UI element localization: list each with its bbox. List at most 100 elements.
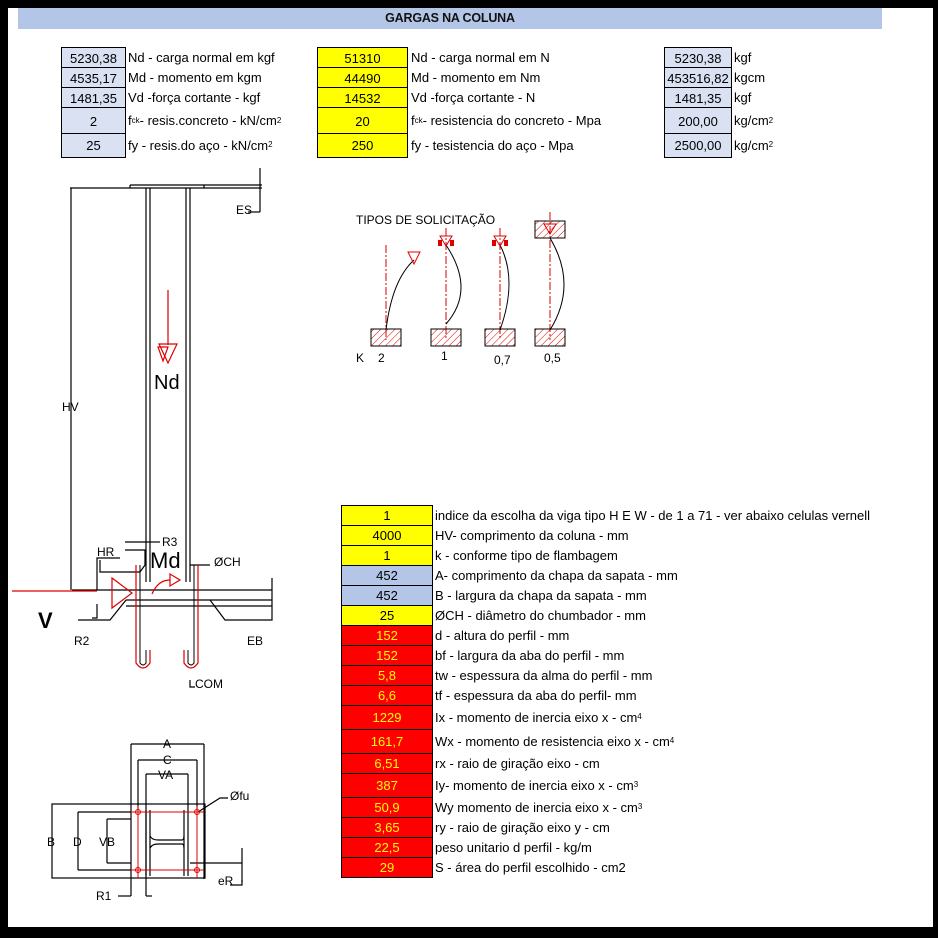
label-text: A- comprimento da chapa da sapata - mm — [435, 567, 678, 583]
label-text: d - altura do perfil - mm — [435, 627, 570, 643]
dim-r1: R1 — [96, 889, 112, 903]
label-text: - resistencia do concreto - Mpa — [422, 113, 602, 128]
profile-label: k - conforme tipo de flambagem — [435, 545, 618, 565]
label-r3: R3 — [162, 535, 178, 549]
kgf-value-cell[interactable]: 1481,35 — [61, 87, 126, 109]
units-value-cell[interactable]: 2500,00 — [664, 133, 732, 158]
label-prefix: f — [411, 113, 415, 128]
k-value-05: 0,5 — [544, 351, 561, 365]
units-value-cell[interactable]: 1481,35 — [664, 87, 732, 109]
profile-value-cell[interactable]: 25 — [341, 605, 433, 626]
profile-value-cell[interactable]: 452 — [341, 585, 433, 606]
dim-vb: VB — [99, 835, 115, 849]
kgf-value-cell[interactable]: 4535,17 — [61, 67, 126, 89]
profile-label: d - altura do perfil - mm — [435, 625, 569, 645]
profile-label: A- comprimento da chapa da sapata - mm — [435, 565, 678, 585]
k-label: K — [356, 351, 364, 365]
label-text: S - área do perfil escolhido - cm2 — [435, 859, 626, 875]
profile-value-cell[interactable]: 1 — [341, 545, 433, 566]
column-drawing: ES Nd HV HR R3 Md ØCH V R2 EB COM — [12, 168, 273, 691]
kgf-value-cell[interactable]: 2 — [61, 107, 126, 135]
label-text: Wx - momento de resistencia eixo x - cm — [435, 733, 670, 749]
profile-label: rx - raio de giração eixo - cm — [435, 753, 600, 773]
units-label: kgf — [734, 87, 751, 108]
label-text: k - conforme tipo de flambagem — [435, 547, 618, 563]
profile-value-cell[interactable]: 6,51 — [341, 753, 433, 774]
newton-value-cell[interactable]: 44490 — [317, 67, 408, 89]
label-text: bf - largura da aba do perfil - mm — [435, 647, 625, 663]
profile-value-cell[interactable]: 6,6 — [341, 685, 433, 706]
kgf-value-cell[interactable]: 25 — [61, 133, 126, 158]
label-text: kg/cm — [734, 137, 769, 153]
label-text: kgf — [734, 90, 752, 105]
label-md: Md — [150, 548, 181, 573]
k-value-1: 1 — [441, 349, 448, 363]
label-och: ØCH — [214, 555, 241, 569]
units-value-cell[interactable]: 453516,82 — [664, 67, 732, 89]
buckling-title: TIPOS DE SOLICITAÇÃO — [356, 213, 495, 227]
newton-value-cell[interactable]: 250 — [317, 133, 408, 158]
newton-label: Md - momento em Nm — [411, 67, 540, 88]
profile-label: peso unitario d perfil - kg/m — [435, 837, 592, 857]
profile-value-cell[interactable]: 4000 — [341, 525, 433, 546]
profile-value-cell[interactable]: 3,65 — [341, 817, 433, 838]
kgf-value-cell[interactable]: 5230,38 — [61, 47, 126, 69]
units-label: kgcm — [734, 67, 765, 88]
profile-value-cell[interactable]: 452 — [341, 565, 433, 586]
label-text: HV- comprimento da coluna - mm — [435, 527, 629, 543]
label-text: fy - tesistencia do aço - Mpa — [411, 137, 574, 153]
label-text: Iy- momento de inercia eixo x - cm — [435, 777, 634, 793]
newton-label: Vd -força cortante - N — [411, 87, 535, 108]
label-text: Vd -força cortante - N — [411, 90, 536, 105]
k-value-2: 2 — [378, 351, 385, 365]
label-text: ry - raio de giração eixo y - cm — [435, 819, 610, 835]
newton-label: Nd - carga normal em N — [411, 47, 550, 68]
profile-label: indice da escolha da viga tipo H E W - d… — [435, 505, 870, 525]
profile-label: ry - raio de giração eixo y - cm — [435, 817, 610, 837]
kgf-label: Vd -força cortante - kgf — [128, 87, 260, 108]
profile-label: HV- comprimento da coluna - mm — [435, 525, 629, 545]
label-hv: HV — [62, 400, 79, 414]
profile-value-cell[interactable]: 29 — [341, 857, 433, 878]
newton-value-cell[interactable]: 51310 — [317, 47, 408, 69]
newton-value-cell[interactable]: 14532 — [317, 87, 408, 109]
label-nd: Nd — [154, 372, 180, 394]
label-text: Md - momento em Nm — [411, 70, 541, 85]
units-value-cell[interactable]: 5230,38 — [664, 47, 732, 69]
label-text: B - largura da chapa da sapata - mm — [435, 587, 647, 603]
label-es: ES — [236, 203, 252, 217]
profile-value-cell[interactable]: 161,7 — [341, 729, 433, 754]
profile-value-cell[interactable]: 1229 — [341, 705, 433, 730]
label-text: Wy momento de inercia eixo x - cm — [435, 799, 638, 815]
profile-value-cell[interactable]: 1 — [341, 505, 433, 526]
kgf-label: Md - momento em kgm — [128, 67, 262, 88]
label-hr: HR — [97, 545, 115, 559]
buckling-diagram: TIPOS DE SOLICITAÇÃO K 2 1 0,7 0,5 — [356, 212, 566, 367]
profile-value-cell[interactable]: 387 — [341, 773, 433, 798]
kgf-label: Nd - carga normal em kgf — [128, 47, 275, 68]
profile-label: S - área do perfil escolhido - cm2 — [435, 857, 626, 877]
profile-value-cell[interactable]: 152 — [341, 645, 433, 666]
label-text: tf - espessura da aba do perfil- mm — [435, 687, 637, 703]
label-text: Nd - carga normal em N — [411, 50, 550, 65]
label-text: Md - momento em kgm — [128, 70, 262, 85]
newton-label: fy - tesistencia do aço - Mpa — [411, 133, 574, 157]
label-prefix: f — [128, 113, 132, 128]
profile-value-cell[interactable]: 50,9 — [341, 797, 433, 818]
profile-label: bf - largura da aba do perfil - mm — [435, 645, 624, 665]
sheet-title: GARGAS NA COLUNA — [18, 8, 882, 29]
profile-value-cell[interactable]: 22,5 — [341, 837, 433, 858]
profile-value-cell[interactable]: 5,8 — [341, 665, 433, 686]
units-value-cell[interactable]: 200,00 — [664, 107, 732, 135]
newton-value-cell[interactable]: 20 — [317, 107, 408, 135]
units-label: kgf — [734, 47, 751, 68]
label-text: fy - resis.do aço - kN/cm — [128, 137, 269, 153]
label-text: tw - espessura da alma do perfil - mm — [435, 667, 653, 683]
dim-c: C — [163, 753, 172, 767]
profile-value-cell[interactable]: 152 — [341, 625, 433, 646]
